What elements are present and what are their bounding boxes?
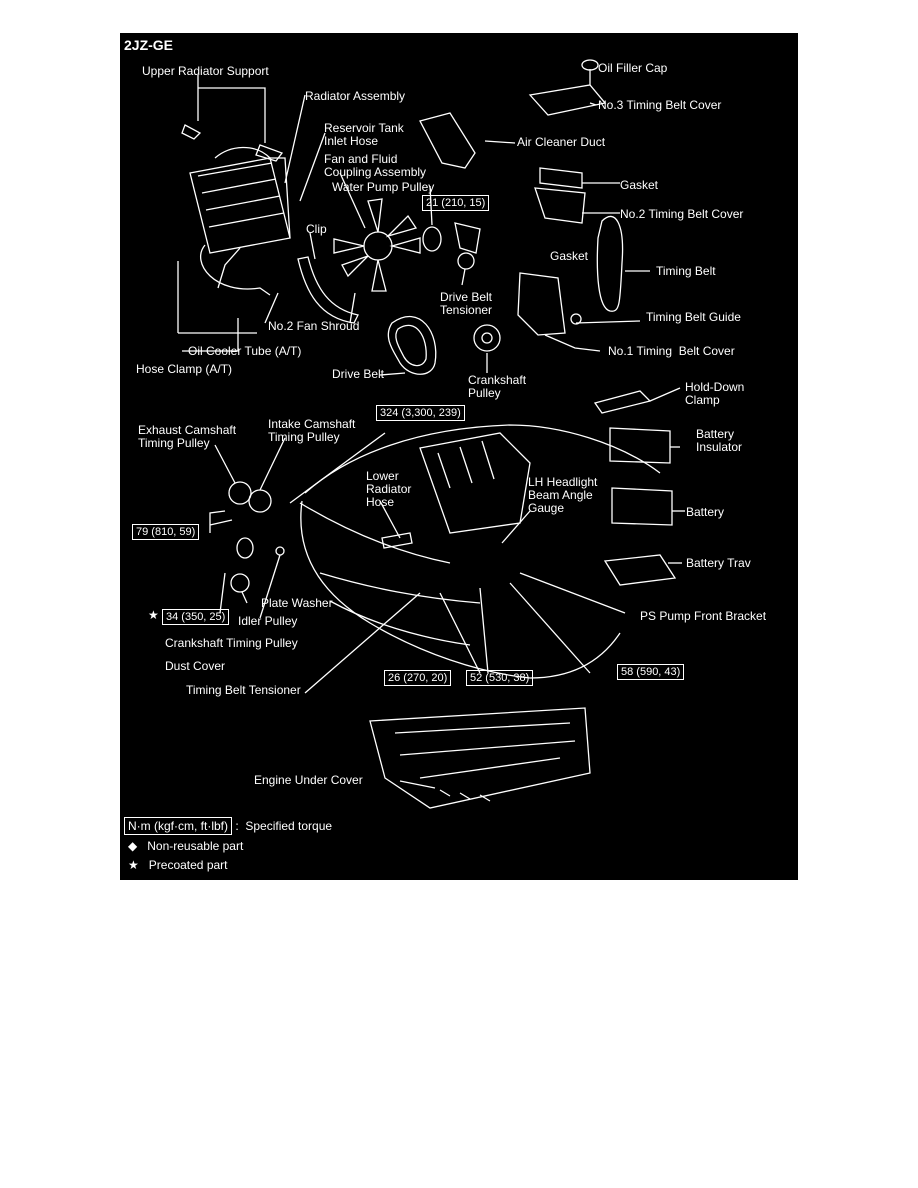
crankshaft-pulley-illustration bbox=[473, 324, 501, 352]
intake-cam-pulley-illustration bbox=[248, 489, 272, 513]
timing-belt-illustration bbox=[596, 215, 624, 312]
legend-unit-text: : Specified torque bbox=[235, 819, 333, 833]
torque-79: 79 (810, 59) bbox=[132, 524, 200, 540]
no1-cover-illustration bbox=[517, 272, 566, 336]
fan-shroud-illustration bbox=[297, 256, 359, 324]
label-oil-filler-cap: Oil Filler Cap bbox=[598, 61, 668, 75]
diagram-artwork bbox=[177, 59, 685, 809]
vehicle-front-illustration bbox=[299, 424, 661, 679]
legend-nonreusable: ◆ Non-reusable part bbox=[128, 839, 243, 853]
label-lower-radiator-hose: Lower Radiator Hose bbox=[366, 469, 412, 509]
idler-pulley-illustration bbox=[230, 573, 250, 593]
timing-belt-guide-illustration bbox=[570, 313, 582, 325]
torque-324: 324 (3,300, 239) bbox=[376, 405, 465, 421]
label-no2-timing-belt-cover: No.2 Timing Belt Cover bbox=[620, 207, 744, 221]
gasket-illustration bbox=[539, 167, 583, 189]
engine-code-title: 2JZ-GE bbox=[124, 37, 174, 53]
label-hold-down-clamp: Hold-Down Clamp bbox=[685, 380, 745, 407]
label-engine-under-cover: Engine Under Cover bbox=[254, 773, 363, 787]
oil-filler-cap-illustration bbox=[581, 59, 599, 71]
torque-58: 58 (590, 43) bbox=[617, 664, 685, 680]
label-lh-headlight-gauge: LH Headlight Beam Angle Gauge bbox=[528, 475, 598, 515]
label-battery: Battery bbox=[686, 505, 725, 519]
label-gasket-upper: Gasket bbox=[620, 178, 659, 192]
hold-down-clamp-illustration bbox=[593, 390, 652, 414]
label-water-pump-pulley: Water Pump Pulley bbox=[332, 180, 435, 194]
plate-washer-illustration bbox=[275, 546, 285, 556]
drive-belt-illustration bbox=[387, 316, 437, 375]
label-crankshaft-pulley: Crankshaft Pulley bbox=[468, 373, 527, 400]
label-drive-belt-tensioner: Drive Belt Tensioner bbox=[440, 290, 493, 317]
label-radiator-assembly: Radiator Assembly bbox=[305, 89, 406, 103]
label-dust-cover: Dust Cover bbox=[165, 659, 226, 673]
label-ps-pump-front-bracket: PS Pump Front Bracket bbox=[640, 609, 767, 623]
battery-tray-illustration bbox=[603, 554, 677, 586]
leader-lines bbox=[177, 69, 685, 789]
label-battery-tray: Battery Trav bbox=[686, 556, 751, 570]
torque-52: 52 (530, 38) bbox=[466, 670, 534, 686]
engine-under-cover-illustration bbox=[369, 707, 591, 809]
label-idler-pulley: Idler Pulley bbox=[238, 614, 298, 628]
no2-cover-illustration bbox=[534, 187, 586, 224]
label-fan-fluid-coupling: Fan and Fluid Coupling Assembly bbox=[324, 152, 427, 179]
precoat-mark-34: ★ bbox=[148, 608, 159, 622]
exhaust-cam-pulley-illustration bbox=[228, 481, 252, 505]
label-clip: Clip bbox=[306, 222, 327, 236]
label-timing-belt-tensioner: Timing Belt Tensioner bbox=[186, 683, 301, 697]
label-no3-timing-belt-cover: No.3 Timing Belt Cover bbox=[598, 98, 722, 112]
label-reservoir-tank-inlet-hose: Reservoir Tank Inlet Hose bbox=[324, 121, 404, 148]
label-intake-camshaft-pulley: Intake Camshaft Timing Pulley bbox=[268, 417, 356, 444]
drive-belt-tensioner-illustration bbox=[454, 222, 481, 270]
label-hose-clamp: Hose Clamp (A/T) bbox=[136, 362, 233, 376]
legend-nonreusable-text: Non-reusable part bbox=[147, 839, 244, 853]
label-timing-belt-guide: Timing Belt Guide bbox=[646, 310, 741, 324]
label-upper-radiator-support: Upper Radiator Support bbox=[142, 64, 269, 78]
label-air-cleaner-duct: Air Cleaner Duct bbox=[517, 135, 606, 149]
label-plate-washer: Plate Washer bbox=[261, 596, 333, 610]
torque-26: 26 (270, 20) bbox=[384, 670, 452, 686]
upper-radiator-support-illustration bbox=[181, 124, 284, 162]
no3-cover-illustration bbox=[528, 84, 607, 116]
label-drive-belt: Drive Belt bbox=[332, 367, 385, 381]
torque-34: 34 (350, 25) bbox=[162, 609, 230, 625]
label-timing-belt: Timing Belt bbox=[656, 264, 716, 278]
radiator-illustration bbox=[189, 146, 291, 289]
diamond-icon: ◆ bbox=[128, 839, 138, 853]
label-battery-insulator: Battery Insulator bbox=[696, 427, 743, 454]
label-gasket-lower: Gasket bbox=[550, 249, 589, 263]
air-cleaner-duct-illustration bbox=[419, 112, 476, 169]
torque-21: 21 (210, 15) bbox=[422, 195, 490, 211]
timing-belt-tensioner-illustration bbox=[236, 537, 254, 559]
legend-torque-unit: N·m (kgf·cm, ft·lbf) : Specified torque bbox=[124, 817, 333, 835]
label-no1-timing-belt-cover: No.1 Timing Belt Cover bbox=[608, 344, 735, 358]
label-crankshaft-timing-pulley: Crankshaft Timing Pulley bbox=[165, 636, 298, 650]
legend-precoated-text: Precoated part bbox=[148, 858, 228, 872]
water-pump-pulley-illustration bbox=[422, 226, 442, 252]
label-no2-fan-shroud: No.2 Fan Shroud bbox=[268, 319, 360, 333]
fan-illustration bbox=[333, 198, 421, 292]
battery-insulator-illustration bbox=[609, 427, 671, 464]
legend-precoated: ★ Precoated part bbox=[128, 858, 228, 872]
battery-illustration bbox=[611, 487, 673, 526]
legend-unit-box: N·m (kgf·cm, ft·lbf) bbox=[124, 817, 232, 835]
label-oil-cooler-tube: Oil Cooler Tube (A/T) bbox=[188, 344, 302, 358]
star-icon: ★ bbox=[128, 858, 139, 872]
oil-cooler-tube-illustration bbox=[200, 244, 271, 296]
exploded-diagram: 2JZ-GE Upper Radiator Support Radiator A… bbox=[120, 33, 798, 880]
label-exhaust-camshaft-pulley: Exhaust Camshaft Timing Pulley bbox=[138, 423, 237, 450]
